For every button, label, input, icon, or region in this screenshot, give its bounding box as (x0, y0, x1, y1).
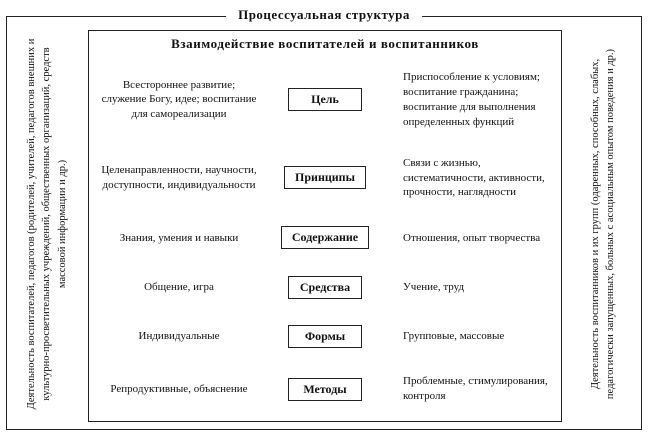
stage-cell: Цель (267, 88, 383, 112)
outer-frame: Процессуальная структура (6, 7, 642, 430)
row-right-text: Отношения, опыт творчества (403, 231, 541, 244)
stage-cell: Формы (267, 324, 383, 348)
row-right-text: Связи с жизнью, систематичности, активно… (403, 156, 545, 199)
stage-box-methods: Методы (288, 377, 362, 401)
row-right-text: Проблемные, стимулирования, контроля (403, 375, 548, 403)
inner-frame: Взаимодействие воспитателей и воспитанни… (88, 30, 562, 422)
stage-box-means: Средства (288, 275, 362, 299)
row-left-text: Общение, игра (144, 280, 214, 293)
row-goal: Всестороннее развитие; служение Богу, ид… (93, 70, 557, 129)
rows-container: Всестороннее развитие; служение Богу, ид… (93, 57, 557, 417)
stage-cell: Содержание (267, 226, 383, 250)
row-forms: Индивидуальные Формы Групповые, массовые (93, 324, 557, 348)
left-side-caption: Деятельность воспитателей, педагогов (ро… (26, 38, 68, 410)
right-side-caption-area: Деятельность воспитанников и их групп (о… (564, 26, 642, 422)
row-principles: Целенаправленности, научности, доступнос… (93, 156, 557, 201)
row-left-text: Целенаправленности, научности, доступнос… (101, 164, 257, 191)
row-right-text: Приспособление к условиям; воспитание гр… (403, 71, 540, 128)
row-left-text: Индивидуальные (138, 330, 220, 343)
stage-box-forms: Формы (288, 324, 362, 348)
stage-cell: Средства (267, 275, 383, 299)
row-content: Знания, умения и навыки Содержание Отнош… (93, 226, 557, 250)
stage-cell: Методы (267, 377, 383, 401)
row-left-text: Всестороннее развитие; служение Богу, ид… (101, 78, 257, 121)
row-means: Общение, игра Средства Учение, труд (93, 275, 557, 299)
left-side-caption-area: Деятельность воспитателей, педагогов (ро… (8, 26, 86, 422)
stage-box-goal: Цель (288, 88, 362, 112)
row-left-text: Знания, умения и навыки (119, 231, 239, 244)
inner-title: Взаимодействие воспитателей и воспитанни… (171, 36, 479, 51)
outer-title: Процессуальная структура (226, 7, 422, 23)
row-methods: Репродуктивные, объяснение Методы Пробле… (93, 374, 557, 404)
row-right-text: Групповые, массовые (403, 330, 505, 343)
stage-box-principles: Принципы (284, 166, 366, 190)
row-right-text: Учение, труд (403, 280, 465, 293)
row-left-text: Репродуктивные, объяснение (110, 382, 248, 395)
right-side-caption: Деятельность воспитанников и их групп (о… (589, 48, 616, 400)
stage-cell: Принципы (267, 166, 383, 190)
stage-box-content: Содержание (280, 226, 370, 250)
